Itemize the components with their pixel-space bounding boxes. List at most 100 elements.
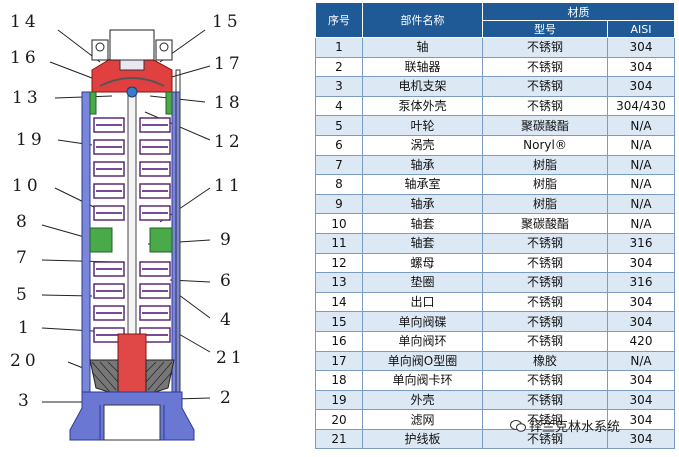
cell-no: 7 [315,154,363,176]
pump-shaft [117,86,147,419]
callout-6: 6 [220,271,235,291]
bearing-bands [89,91,173,253]
callout-18: 18 [214,93,244,113]
cell-aisi: N/A [607,174,675,195]
callout-8: 8 [16,212,31,232]
callout-16: 16 [10,48,40,68]
cell-no: 2 [315,56,363,78]
motor-bracket [69,391,195,441]
cell-type: 不锈钢 [482,428,608,450]
cell-name: 轴承 [362,193,483,215]
cell-type: 不锈钢 [482,272,608,293]
cell-name: 轴承室 [362,174,483,195]
callout-12: 12 [214,132,244,152]
cell-no: 14 [315,291,363,313]
callout-20: 20 [10,351,40,371]
cell-name: 单向阀碟 [362,311,483,332]
cell-type: 橡胶 [482,350,608,372]
pump-drawing [41,29,211,441]
discharge-head [91,29,173,93]
cell-aisi: 304 [607,311,675,332]
header-material: 材质 [482,2,675,21]
cell-no: 16 [315,330,363,352]
cell-aisi: 420 [607,330,675,352]
cell-no: 10 [315,213,363,234]
cell-name: 叶轮 [362,115,483,136]
cell-name: 电机支架 [362,76,483,97]
cell-type: Noryl® [482,134,608,156]
cell-no: 20 [315,409,363,430]
cell-type: 树脂 [482,154,608,176]
cell-type: 聚碳酸酯 [482,115,608,136]
cell-type: 不锈钢 [482,56,608,78]
cell-type: 不锈钢 [482,232,608,254]
cell-type: 不锈钢 [482,291,608,313]
watermark-text: 铎兰克林水系统 [529,420,621,435]
cell-aisi: 316 [607,272,675,293]
cell-name: 护线板 [362,428,483,450]
cell-name: 单向阀环 [362,330,483,352]
cell-type: 不锈钢 [482,95,608,117]
cell-aisi: N/A [607,154,675,176]
cell-aisi: 304 [607,370,675,391]
pump-cross-section-diagram: 14 15 16 17 13 18 19 12 10 11 8 9 7 6 5 … [0,0,270,457]
cell-name: 轴 [362,37,483,58]
cell-aisi: 316 [607,232,675,254]
wechat-icon [510,420,526,432]
callout-10: 10 [12,176,42,196]
cell-aisi: 304 [607,56,675,78]
cell-name: 单向阀O型圈 [362,350,483,372]
cell-name: 泵体外壳 [362,95,483,117]
callout-4: 4 [220,310,235,330]
cell-no: 9 [315,193,363,215]
header-part-name: 部件名称 [362,2,483,38]
watermark: 铎兰克林水系统 [510,416,670,435]
cell-type: 树脂 [482,174,608,195]
callout-13: 13 [12,88,42,108]
cell-type: 不锈钢 [482,389,608,411]
callout-19: 19 [16,130,46,150]
cell-type: 不锈钢 [482,37,608,58]
callout-11: 11 [214,176,244,196]
callout-7: 7 [16,248,31,268]
strainer-screen [89,359,175,396]
cell-name: 滤网 [362,409,483,430]
cell-aisi: N/A [607,193,675,215]
cell-no: 17 [315,350,363,372]
cell-aisi: 304 [607,428,675,450]
cell-aisi: 304 [607,409,675,430]
cell-aisi: N/A [607,213,675,234]
cell-name: 出口 [362,291,483,313]
cell-no: 1 [315,37,363,58]
cell-no: 3 [315,76,363,97]
cell-no: 6 [315,134,363,156]
cell-aisi: 304 [607,389,675,411]
cell-no: 19 [315,389,363,411]
cell-name: 涡壳 [362,134,483,156]
callout-5: 5 [16,285,31,305]
cell-no: 4 [315,95,363,117]
callout-9: 9 [220,230,235,250]
cell-type: 不锈钢 [482,311,608,332]
cell-name: 轴套 [362,213,483,234]
cell-no: 12 [315,252,363,274]
